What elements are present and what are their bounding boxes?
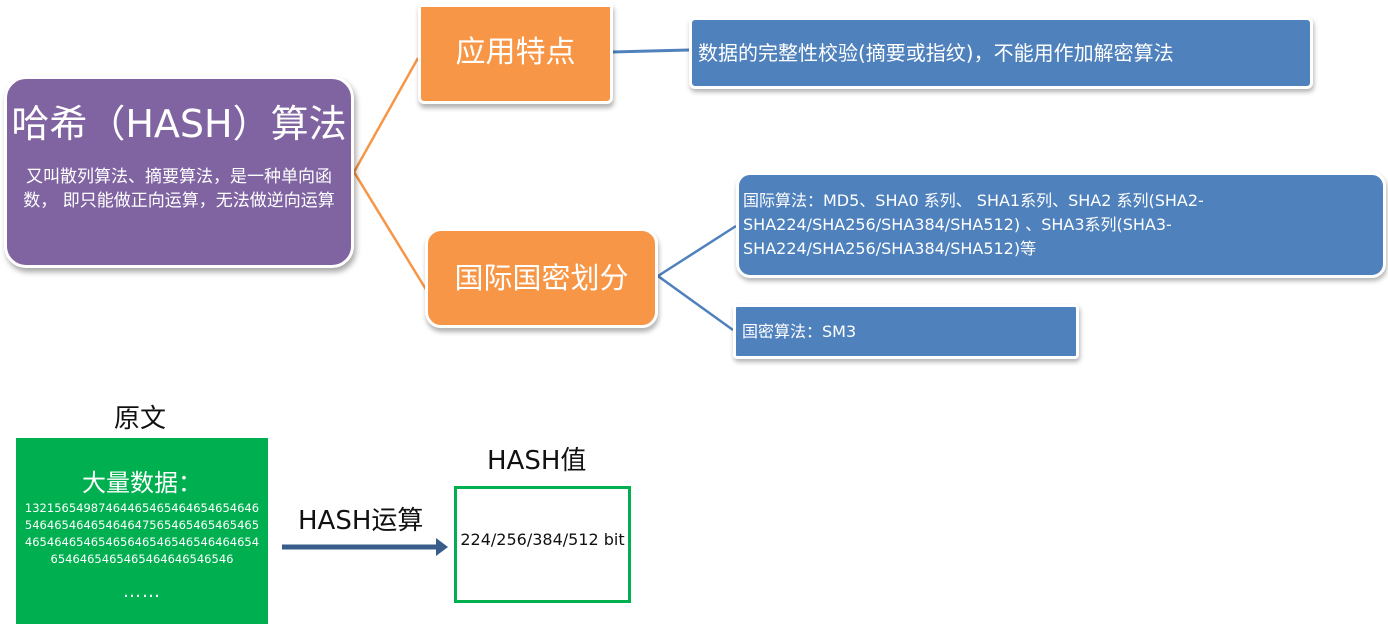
hash-value-label: HASH值	[487, 446, 587, 476]
hash-arrow-head	[436, 538, 448, 556]
hash-algorithm-node: 哈希（HASH）算法 又叫散列算法、摘要算法，是一种单向函数， 即只能做正向运算…	[4, 76, 354, 268]
connector-app-to-detail	[611, 48, 690, 54]
national-algorithms-box: 国密算法：SM3	[733, 304, 1079, 359]
international-national-division-node: 国际国密划分	[425, 228, 658, 328]
source-data-digits: 1321565498746446546546465465464654646546…	[24, 501, 260, 566]
application-detail-box: 数据的完整性校验(摘要或指纹)，不能用作加解密算法	[689, 17, 1313, 89]
source-text-label: 原文	[114, 404, 167, 434]
hash-algorithm-description: 又叫散列算法、摘要算法，是一种单向函数， 即只能做正向运算，无法做逆向运算	[23, 167, 335, 211]
hash-value-box: 224/256/384/512 bit	[454, 486, 631, 603]
hash-value-text: 224/256/384/512 bit	[460, 530, 625, 549]
connector-root-to-app	[352, 57, 432, 297]
hash-algorithm-title: 哈希（HASH）算法	[11, 102, 347, 146]
source-data-ellipsis: ……	[123, 581, 161, 602]
application-features-node: 应用特点	[418, 4, 613, 104]
source-data-box: 大量数据： 1321565498746446546546465465464654…	[16, 438, 268, 624]
international-algorithms-box: 国际算法：MD5、SHA0 系列、 SHA1系列、SHA2 系列(SHA2-SH…	[736, 172, 1386, 278]
connector-split-to-leaves	[655, 224, 737, 332]
hash-operation-label: HASH运算	[298, 506, 424, 536]
source-data-title: 大量数据：	[82, 469, 202, 497]
